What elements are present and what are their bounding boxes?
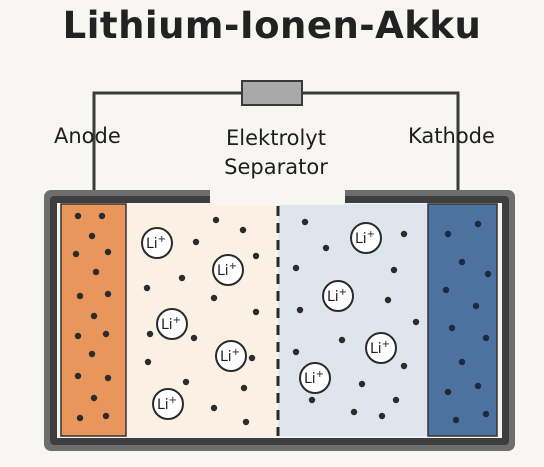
- diagram-title: Lithium-Ionen-Akku: [62, 4, 482, 47]
- anode-particles: [72, 212, 112, 422]
- separator-label: Separator: [224, 155, 328, 179]
- electrolyte-separator-label: Elektrolyt Separator: [196, 124, 356, 182]
- circuit-wire: [92, 91, 242, 190]
- lithium-ion: Li+: [141, 227, 173, 259]
- lithium-ion: Li+: [365, 332, 397, 364]
- lithium-ion: Li+: [350, 222, 382, 254]
- circuit-wire: [302, 91, 460, 190]
- lithium-ion: Li+: [156, 308, 188, 340]
- electrolyte-particles: [143, 216, 420, 426]
- lithium-ions: Li+ Li+ Li+ Li+ Li+ Li+ Li+ Li+ Li+: [141, 222, 397, 420]
- lithium-ion: Li+: [215, 340, 247, 372]
- anode-label: Anode: [54, 124, 121, 148]
- lithium-ion: Li+: [299, 362, 331, 394]
- resistor: [241, 80, 303, 106]
- label-backdrop: [210, 183, 345, 205]
- electrolyte-label: Elektrolyt: [226, 126, 326, 150]
- cathode-particles: [442, 220, 492, 424]
- cathode-region: [427, 203, 498, 437]
- cathode-label: Kathode: [408, 124, 495, 148]
- lithium-ion: Li+: [322, 280, 354, 312]
- lithium-ion: Li+: [152, 388, 184, 420]
- lithium-ion: Li+: [212, 254, 244, 286]
